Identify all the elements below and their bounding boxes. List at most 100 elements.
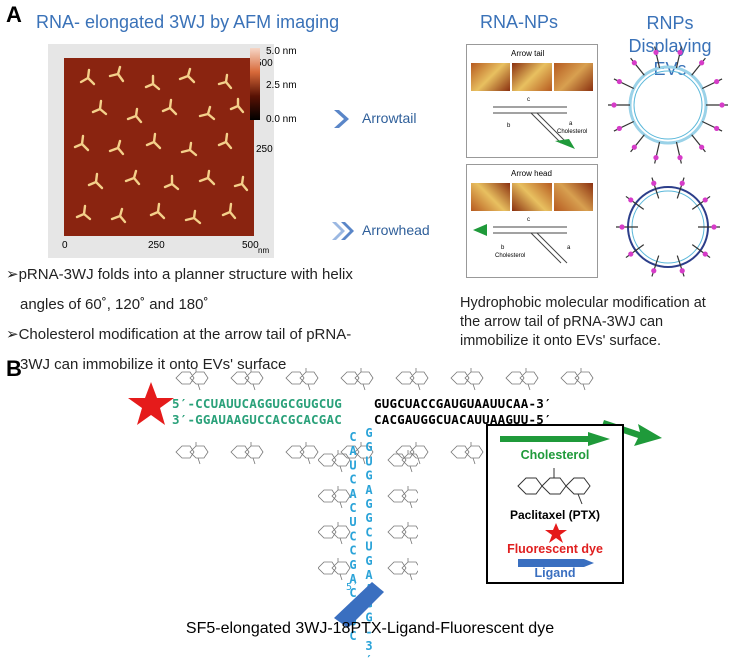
panel-a-letter: A [6, 2, 22, 27]
ptx-molecule [318, 450, 351, 473]
afm-tick-right-500: 500 [256, 58, 273, 69]
seq-vert-left-end: 5′ [346, 582, 359, 593]
ev-spike [630, 57, 645, 76]
ptx-molecule [387, 486, 418, 509]
ligand-blue-arrow-icon [334, 582, 384, 628]
ev-dye-dot [651, 180, 657, 186]
ptx-molecule [175, 368, 209, 391]
ev-spike [654, 46, 661, 69]
arrow-tail-c-label: c [527, 97, 530, 103]
arrow-head-cholesterol-label: Cholesterol [495, 253, 526, 259]
ptx-molecule [285, 442, 319, 465]
ev-dye-dot [631, 60, 637, 66]
ev-dye-dot [628, 251, 634, 257]
ev-dye-dot [677, 155, 683, 161]
ptx-molecule [318, 558, 351, 581]
ev-dye-dot [616, 78, 622, 85]
legend-cholesterol-label: Cholesterol [520, 448, 590, 462]
panel-b-caption: SF5-elongated 3WJ-18PTX-Ligand-Fluoresce… [185, 620, 555, 637]
ptx-molecule [387, 522, 418, 545]
ev-spike [613, 120, 635, 132]
ev-dye-dot [714, 78, 720, 85]
seq-vert-left: CAUCACUCCGACUUC [346, 430, 360, 643]
bullet1-line2: angles of 60˚, 120˚ and 180˚ [20, 296, 209, 313]
scale-label-0: 0.0 nm [266, 114, 297, 125]
ev-dye-dot [711, 224, 717, 230]
rnps-title: RNPs Displaying EVs [603, 12, 737, 81]
ptx-molecule [285, 368, 319, 391]
ev-dye-dot [679, 180, 685, 186]
bullet-list: ➢pRNA-3WJ folds into a planner structure… [6, 260, 446, 380]
bullet2-line2: 3WJ can immobilize it onto EVs' surface [20, 356, 287, 373]
ev-dye-dot [699, 144, 705, 150]
arrowtail-chevron-icon [334, 110, 349, 128]
arrow-head-afm-strip [471, 183, 593, 211]
rnps-title-line1: RNPs Displaying [628, 13, 712, 56]
ev-dye-dot [631, 144, 637, 150]
arrow-head-structure-diagram [473, 224, 568, 264]
right-text-line3: immobilize it onto EVs' surface. [460, 333, 662, 349]
ev-dye-dot [611, 102, 617, 108]
legend-dye-star-icon [545, 523, 567, 543]
arrow-tail-cholesterol-label: Cholesterol [557, 129, 588, 135]
afm-image [64, 58, 254, 236]
ev-dye-dot [653, 155, 659, 161]
ev-spike [675, 141, 682, 164]
arrow-tail-a-label: a [569, 121, 573, 127]
ptx-molecules-top [175, 368, 594, 391]
arrow-head-inset-title: Arrow head [511, 169, 552, 178]
ptx-molecule [230, 442, 264, 465]
arrow-head-a-label: a [567, 245, 571, 251]
ev-spike [701, 78, 723, 90]
arrow-head-c-label: c [527, 217, 530, 223]
ptx-molecule [395, 368, 429, 391]
rnps-title-line2: EVs [653, 59, 687, 79]
legend-cholesterol-arrow-icon [500, 432, 610, 446]
ev-spike [630, 134, 645, 153]
panel-b-letter: B [6, 356, 22, 381]
right-description: Hydrophobic molecular modification at th… [460, 294, 706, 351]
ev-spike [691, 134, 706, 153]
ev-dye-dot [677, 49, 683, 55]
seq-right-bottom: CACGAUGGCUACAUUAAGUU-5′ [374, 412, 552, 427]
afm-title: RNA- elongated 3WJ by AFM imaging [36, 12, 340, 32]
legend-ligand-arrow-icon [518, 559, 594, 567]
ptx-molecule [395, 442, 429, 465]
ev-arrowtail-diagram [608, 46, 728, 164]
ptx-molecule [387, 558, 418, 581]
rna-nps-title: RNA-NPs [480, 12, 559, 32]
scale-label-2-5: 2.5 nm [266, 80, 297, 91]
legend-box: Cholesterol Paclitaxel (PTX) Fluorescent… [486, 424, 624, 584]
ptx-molecule [175, 442, 209, 465]
right-text-line1: Hydrophobic molecular modification at [460, 295, 706, 311]
arrowhead-label: Arrowhead [362, 222, 430, 238]
ptx-molecules-vertical [318, 450, 418, 581]
bullet1-line1: ➢pRNA-3WJ folds into a planner structure… [6, 266, 353, 283]
arrow-tail-b-label: b [507, 123, 511, 129]
ptx-molecule [230, 368, 264, 391]
legend-dye-label: Fluorescent dye [507, 542, 603, 556]
afm-color-scale [250, 48, 260, 120]
legend-ptx-molecule-icon [517, 468, 591, 505]
ev-spike [654, 141, 661, 164]
ptx-molecule [340, 442, 374, 465]
ptx-molecule [450, 442, 484, 465]
arrow-tail-afm-strip [471, 63, 593, 91]
ev-dye-dot [653, 49, 659, 55]
ptx-molecule [387, 450, 418, 473]
seq-left-bottom: 3′-GGAUAAGUCCACGCACGAC [172, 412, 342, 427]
ptx-molecule [318, 486, 351, 509]
afm-image-frame: 0 250 500 500 250 nm [48, 44, 274, 258]
ptx-molecule [560, 368, 594, 391]
ev-dye-dot [616, 125, 622, 132]
fluorescent-dye-star-icon [128, 382, 174, 425]
ptx-molecule [450, 368, 484, 391]
arrowhead-chevron-icon [332, 222, 354, 240]
ev-dye-dot [719, 102, 725, 108]
ptx-molecule [318, 522, 351, 545]
afm-tick-250: 250 [148, 240, 165, 251]
seq-right-top: GUGCUACCGAUGUAAUUCAA-3′ [374, 396, 552, 411]
right-text-line2: the arrow tail of pRNA-3WJ can [460, 314, 664, 330]
arrow-tail-inset-title: Arrow tail [511, 49, 545, 58]
afm-3wj-particles [73, 65, 249, 225]
